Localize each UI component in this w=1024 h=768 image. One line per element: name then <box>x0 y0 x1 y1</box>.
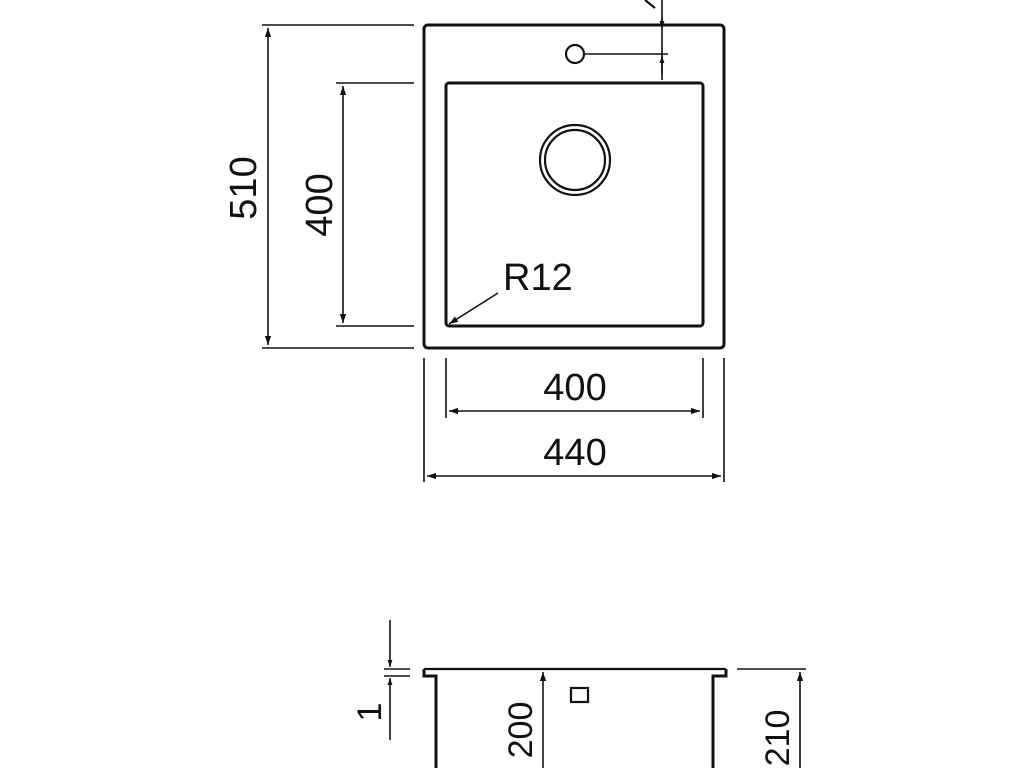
dim-210-label: 210 <box>759 710 797 767</box>
bowl-outline <box>444 81 705 328</box>
section-left-wall <box>422 669 438 768</box>
section-view: 1 200 210 <box>351 620 806 768</box>
radius-leader <box>448 292 499 325</box>
radius-label: R12 <box>503 257 573 299</box>
dim-400h-label: 400 <box>543 367 606 409</box>
section-right-wall <box>711 669 728 768</box>
drain-outer-circle <box>538 123 612 197</box>
tap-hole-dim-tick <box>644 0 656 9</box>
dim-400v-label: 400 <box>299 173 341 236</box>
dim-1-label: 1 <box>351 703 389 722</box>
plan-view: 510 400 R12 400 440 <box>223 0 726 482</box>
dim-440-label: 440 <box>543 432 606 474</box>
sink-outer-outline <box>422 23 726 350</box>
overflow-slot <box>569 686 590 704</box>
dim-200-label: 200 <box>502 702 540 759</box>
tap-hole <box>564 43 586 65</box>
dim-510-label: 510 <box>223 156 265 219</box>
drain-inner-circle <box>543 128 607 192</box>
